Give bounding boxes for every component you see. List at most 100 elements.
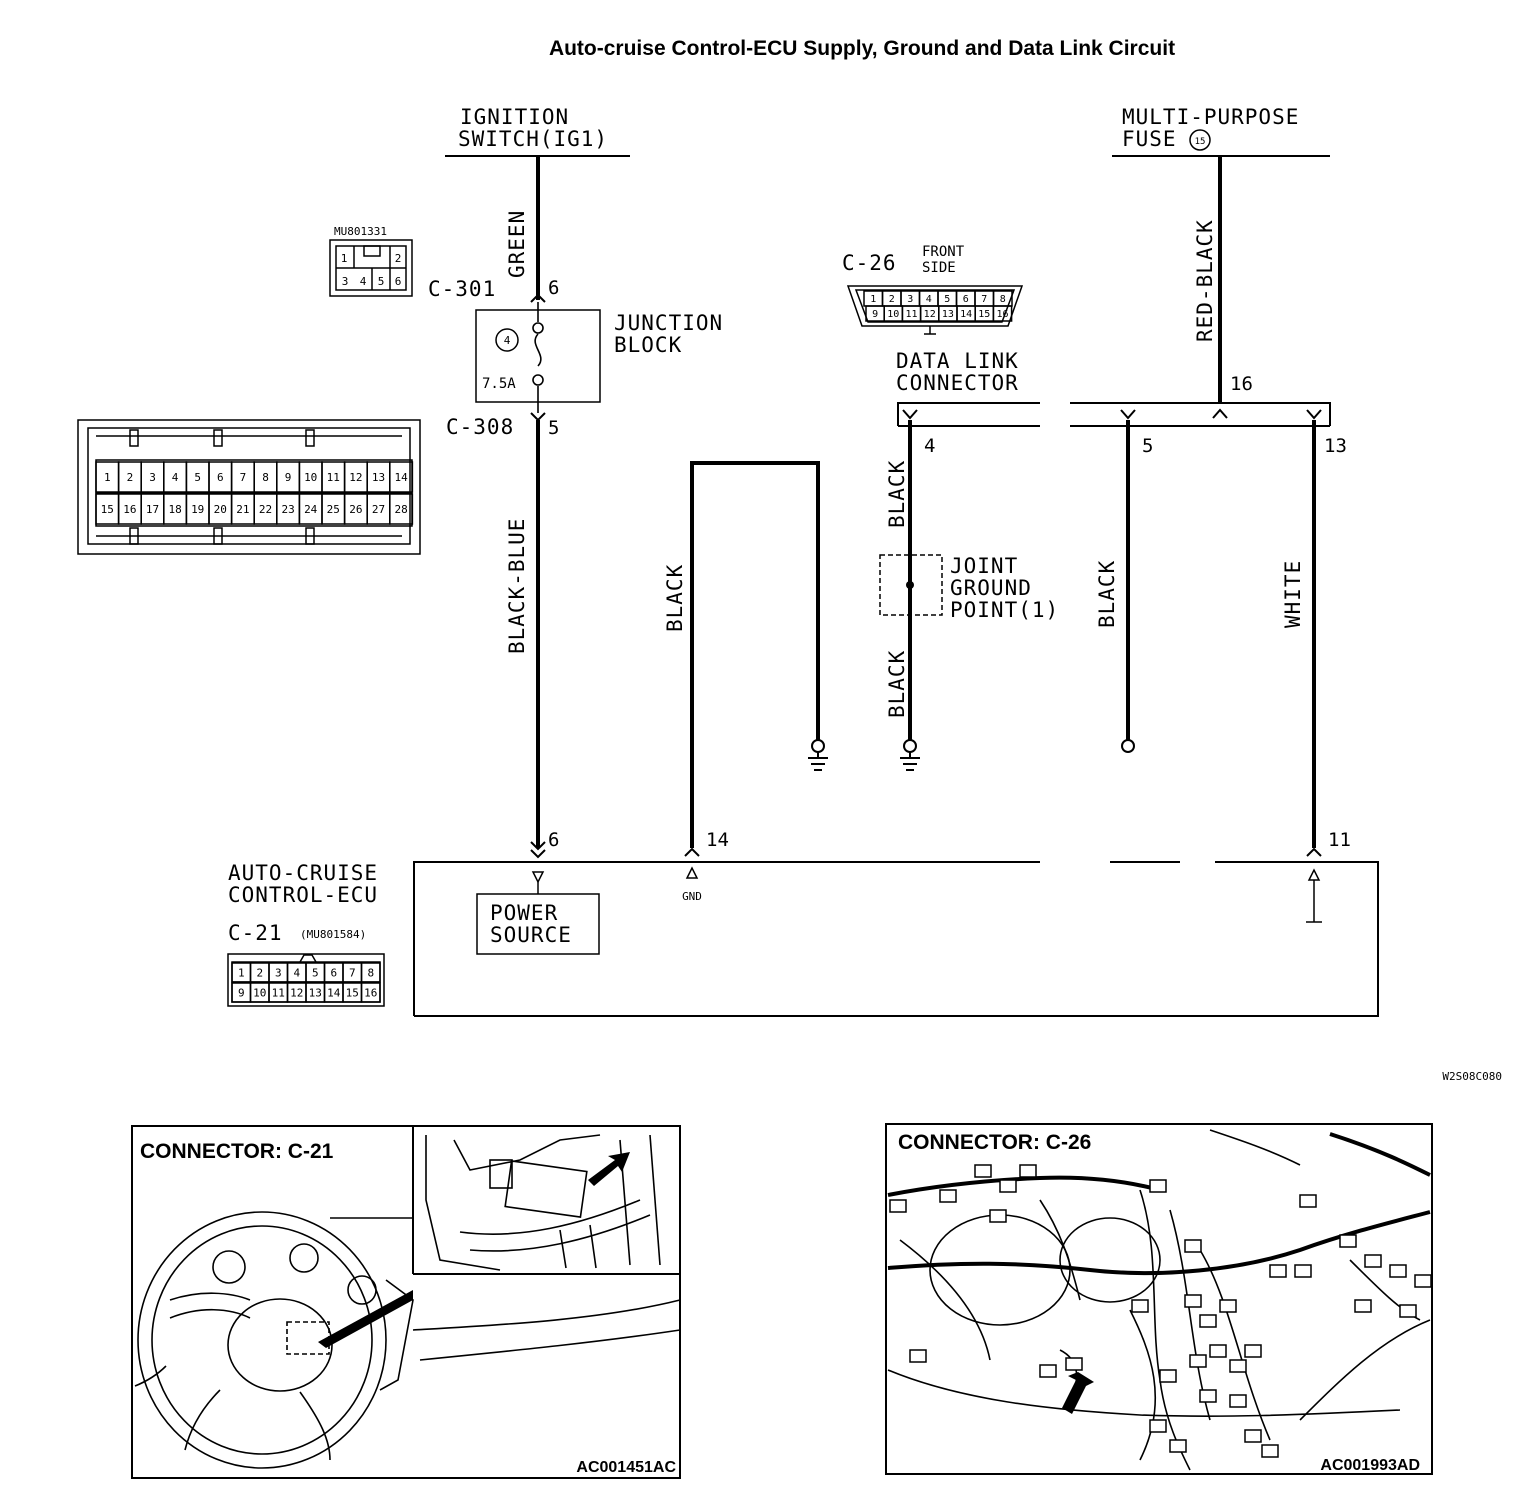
c301-pin: 3 (342, 275, 349, 288)
pin-number: 12 (290, 986, 303, 999)
data-link-label-1: DATA LINK (896, 349, 1019, 373)
pin-number: 27 (372, 503, 385, 516)
ignition-switch-label-2: SWITCH(IG1) (458, 127, 608, 151)
power-source-label-1: POWER (490, 901, 558, 925)
harness-connector-box (1189, 1354, 1207, 1368)
pin-number: 7 (240, 471, 247, 484)
pin-number: 25 (327, 503, 340, 516)
pin-number: 13 (309, 986, 322, 999)
harness-connector-box (1269, 1264, 1287, 1278)
connector-c301: MU801331 1 2 3 4 5 6 C-301 6 (329, 225, 559, 301)
pin-number: 2 (127, 471, 134, 484)
c301-pin: 1 (341, 252, 348, 265)
harness-connector-box (1039, 1364, 1057, 1378)
wire-terminal-icon (1121, 739, 1135, 753)
joint-ground-point: JOINT GROUND POINT(1) (879, 554, 1058, 622)
harness-connector-box (1065, 1357, 1083, 1371)
harness-connector-box (1149, 1419, 1167, 1433)
auto-cruise-ecu: AUTO-CRUISE CONTROL-ECU C-21 (MU801584) … (228, 829, 1379, 1017)
pin-number: 16 (996, 309, 1008, 320)
pin-number: 6 (330, 966, 337, 979)
pin-number: 20 (214, 503, 227, 516)
harness-connector-box (1339, 1234, 1357, 1248)
wire-label-black-3: BLACK (885, 650, 909, 718)
pin-number: 23 (281, 503, 294, 516)
harness-connector-box (1354, 1299, 1372, 1313)
junction-fuse-number: 4 (504, 334, 511, 347)
harness-connector-box (974, 1164, 992, 1178)
pin-number: 5 (944, 294, 950, 305)
data-link-pin-5: 5 (1142, 435, 1153, 457)
pin-number: 6 (217, 471, 224, 484)
pin-number: 8 (262, 471, 269, 484)
harness-connector-box (909, 1349, 927, 1363)
pin-number: 15 (346, 986, 359, 999)
c301-wire-pin: 6 (548, 277, 559, 299)
pin-number: 14 (960, 309, 972, 320)
harness-connector-box (1399, 1304, 1417, 1318)
c301-part-number: MU801331 (334, 225, 387, 238)
wire-label-red-black: RED-BLACK (1193, 219, 1217, 342)
wiring-harness-illustration (887, 1129, 1431, 1471)
figure-code: W2S08C080 (1442, 1070, 1502, 1083)
pin-number: 12 (924, 309, 936, 320)
pin-number: 2 (889, 294, 895, 305)
pin-number: 17 (146, 503, 159, 516)
pin-cell (360, 962, 381, 983)
c301-pin: 2 (395, 252, 402, 265)
pin-number: 12 (349, 471, 362, 484)
ground-icon (808, 739, 828, 771)
junction-block-label-2: BLOCK (614, 333, 682, 357)
harness-connector-box (1184, 1294, 1202, 1308)
pin-number: 18 (168, 503, 181, 516)
c308-id: C-308 (446, 415, 514, 439)
harness-connectors (889, 1164, 1432, 1458)
harness-connector-box (1209, 1344, 1227, 1358)
harness-connector-box (1414, 1274, 1432, 1288)
panel-c26-code: AC001993AD (1320, 1457, 1420, 1474)
pin-number: 24 (304, 503, 318, 516)
c308-wire-pin: 5 (548, 417, 559, 439)
pin-number: 4 (172, 471, 179, 484)
pin-number: 13 (372, 471, 385, 484)
pin-number: 5 (312, 966, 319, 979)
harness-connector-box (989, 1209, 1007, 1223)
pin-number: 13 (942, 309, 954, 320)
pin-number: 1 (238, 966, 245, 979)
harness-connector-box (1364, 1254, 1382, 1268)
pin-number: 3 (907, 294, 913, 305)
fuse-number: 15 (1195, 137, 1206, 147)
ecu-gnd-label: GND (682, 890, 702, 903)
harness-connector-box (1199, 1314, 1217, 1328)
harness-connector-box (1159, 1369, 1177, 1383)
pin-number: 5 (194, 471, 201, 484)
pin-number: 21 (236, 503, 249, 516)
ecu-pin-6: 6 (548, 829, 559, 851)
ground-icon (900, 739, 920, 771)
pin-cell (389, 461, 414, 493)
ecu-connector-id: C-21 (228, 921, 283, 945)
multi-purpose-fuse: MULTI-PURPOSE FUSE 15 (1112, 105, 1330, 157)
pin-number: 14 (327, 986, 341, 999)
pin-number: 4 (293, 966, 300, 979)
junction-fuse-rating: 7.5A (482, 376, 516, 392)
ecu-label-2: CONTROL-ECU (228, 883, 378, 907)
panel-connector-c26: CONNECTOR: C-26 AC001993AD (885, 1123, 1433, 1475)
ecu-pin-11: 11 (1328, 829, 1351, 851)
pin-number: 22 (259, 503, 272, 516)
harness-connector-box (939, 1189, 957, 1203)
wire-label-black-1: BLACK (663, 564, 687, 632)
wire-black-gnd (690, 461, 820, 848)
pin-number: 8 (367, 966, 374, 979)
pin-number: 14 (394, 471, 408, 484)
harness-connector-box (1294, 1264, 1312, 1278)
pin-number: 1 (104, 471, 111, 484)
pin-number: 9 (285, 471, 292, 484)
harness-connector-box (1149, 1179, 1167, 1193)
harness-connector-box (1389, 1264, 1407, 1278)
c301-pin: 4 (360, 275, 367, 288)
ecu-pin-14: 14 (706, 829, 729, 851)
c26-side-label-1: FRONT (922, 244, 965, 260)
harness-connector-box (1229, 1394, 1247, 1408)
